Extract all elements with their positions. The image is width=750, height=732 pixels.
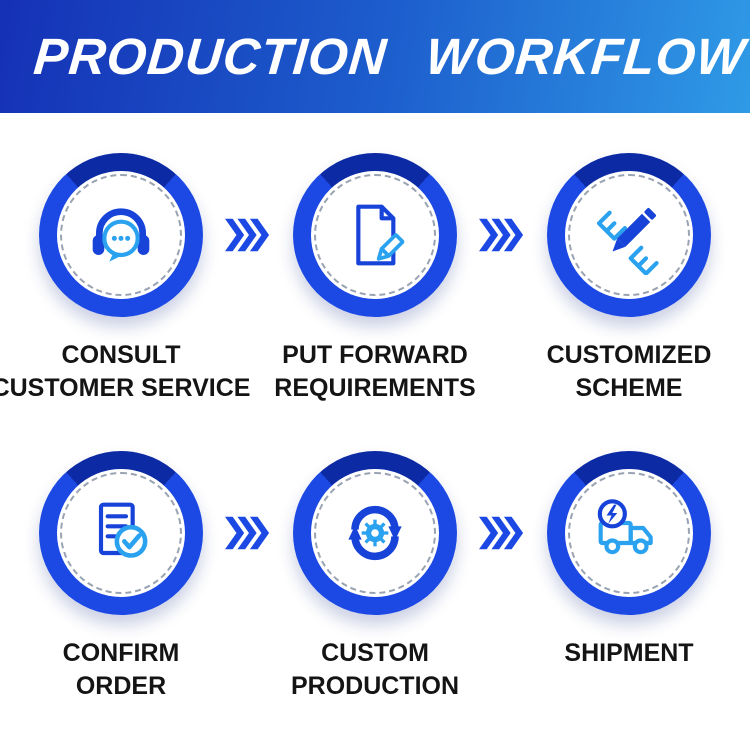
- step-confirm-order: CONFIRM ORDER: [11, 451, 231, 703]
- step-label: CUSTOMIZED SCHEME: [546, 341, 712, 402]
- step-customized-scheme: CUSTOMIZED SCHEME: [519, 153, 739, 405]
- workflow-row-1: CONSULT CUSTOMER SERVICE: [0, 153, 750, 405]
- step-circle: [39, 153, 203, 317]
- step-circle: [293, 451, 457, 615]
- order-check-icon: [98, 502, 148, 558]
- step-label: SHIPMENT: [564, 639, 694, 667]
- delivery-truck-icon: [597, 499, 653, 555]
- page-title: PRODUCTION WORKFLOW: [31, 28, 749, 85]
- step-circle: [293, 153, 457, 317]
- headset-chat-icon: [92, 208, 150, 262]
- step-label: CUSTOM PRODUCTION: [290, 639, 460, 700]
- document-edit-icon: [356, 204, 405, 266]
- step-custom-production: CUSTOM PRODUCTION: [265, 451, 485, 703]
- gear-cycle-icon: [348, 506, 402, 560]
- triple-chevron-right-icon: [225, 217, 271, 253]
- step-circle: [547, 153, 711, 317]
- step-consult-customer-service: CONSULT CUSTOMER SERVICE: [0, 153, 250, 405]
- step-put-forward-requirements: PUT FORWARD REQUIREMENTS: [265, 153, 485, 405]
- pencil-ruler-icon: [596, 207, 659, 275]
- step-circle: [39, 451, 203, 615]
- step-label: PUT FORWARD REQUIREMENTS: [274, 341, 476, 402]
- step-shipment: SHIPMENT: [519, 451, 739, 670]
- triple-chevron-right-icon: [479, 217, 525, 253]
- step-label: CONSULT CUSTOMER SERVICE: [0, 341, 251, 402]
- header-banner: PRODUCTION WORKFLOW: [0, 0, 750, 113]
- triple-chevron-right-icon: [479, 515, 525, 551]
- workflow-row-2: CONFIRM ORDER: [0, 451, 750, 703]
- step-circle: [547, 451, 711, 615]
- triple-chevron-right-icon: [225, 515, 271, 551]
- step-label: CONFIRM ORDER: [62, 639, 180, 700]
